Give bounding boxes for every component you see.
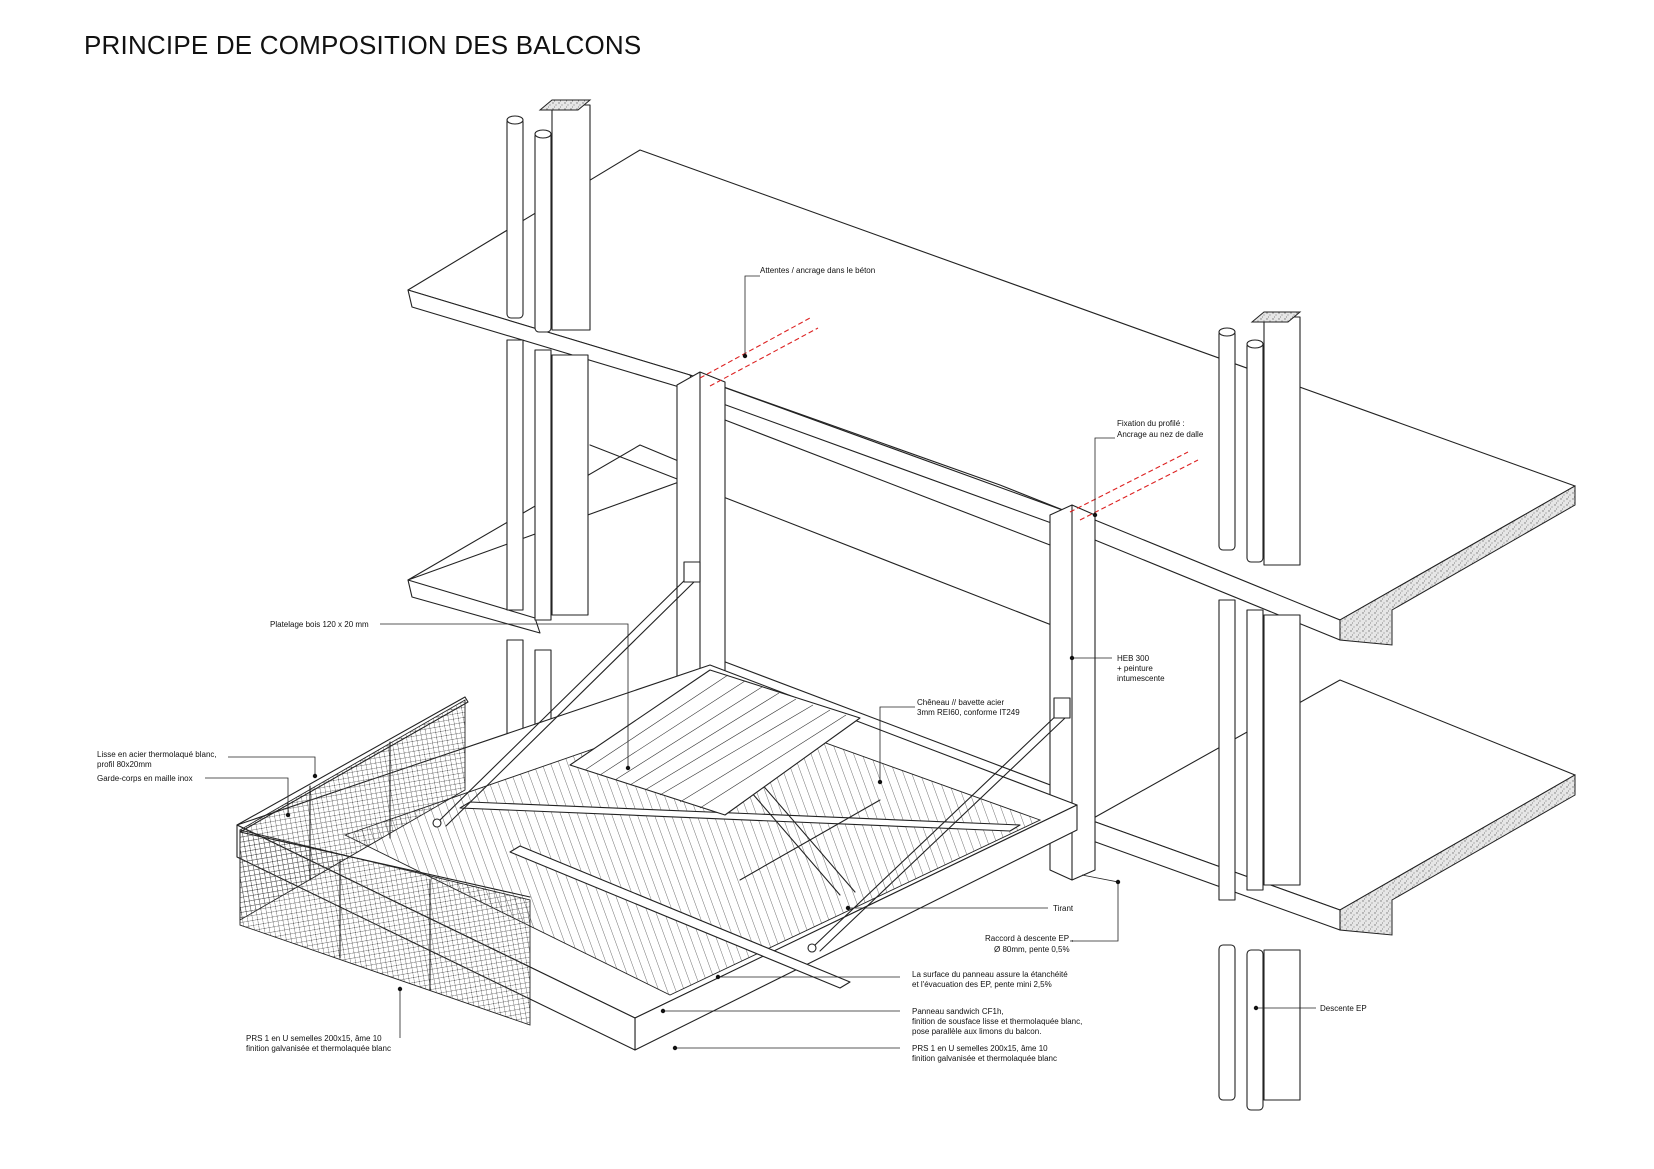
label-attentes: Attentes / ancrage dans le béton xyxy=(760,266,875,275)
label-heb: HEB 300 + peinture intumescente xyxy=(1117,654,1165,683)
label-surface: La surface du panneau assure la étanchéi… xyxy=(912,970,1070,989)
right-downpipes xyxy=(1218,311,1302,1111)
label-garde-corps: Garde-corps en maille inox xyxy=(97,774,193,783)
label-tirant: Tirant xyxy=(1053,904,1074,913)
label-platelage: Platelage bois 120 x 20 mm xyxy=(270,620,369,629)
guardrail xyxy=(236,696,531,1026)
label-fixation: Fixation du profilé : Ancrage au nez de … xyxy=(1117,419,1204,439)
label-prs-right: PRS 1 en U semelles 200x15, âme 10 finit… xyxy=(912,1044,1057,1063)
label-raccord: Raccord à descente EP , Ø 80mm, pente 0,… xyxy=(985,934,1076,954)
label-prs-left: PRS 1 en U semelles 200x15, âme 10 finit… xyxy=(246,1034,391,1053)
guardrail-mesh-front xyxy=(239,829,531,1026)
heb-300-columns xyxy=(676,371,1096,881)
annotations: Attentes / ancrage dans le béton Fixatio… xyxy=(97,266,1367,1063)
upper-slab-section xyxy=(1339,485,1576,646)
concrete-anchors xyxy=(699,317,1199,521)
left-downpipes xyxy=(506,99,592,861)
drawing-title: PRINCIPE DE COMPOSITION DES BALCONS xyxy=(84,30,642,60)
label-panneau: Panneau sandwich CF1h, finition de sousf… xyxy=(912,1007,1085,1036)
wood-decking xyxy=(569,669,861,816)
label-descente: Descente EP xyxy=(1320,1004,1367,1013)
label-cheneau: Chêneau // bavette acier 3mm REI60, conf… xyxy=(917,698,1020,717)
tie-rods xyxy=(432,561,1071,953)
leader-lines xyxy=(205,275,1316,1051)
balcony xyxy=(236,561,1078,1051)
building-structure xyxy=(407,99,1576,1111)
lower-slab-right xyxy=(1089,679,1576,911)
label-lisse: Lisse en acier thermolaqué blanc, profil… xyxy=(97,750,219,769)
